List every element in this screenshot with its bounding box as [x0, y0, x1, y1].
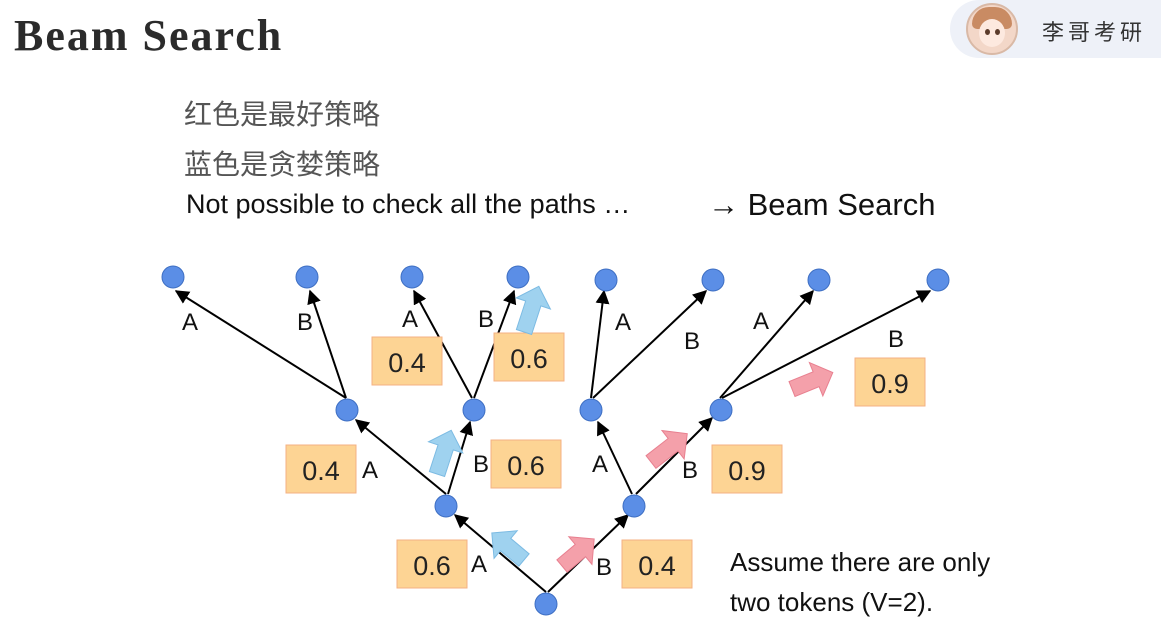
- edge-l2a-b: [310, 291, 346, 398]
- prob-root-b: 0.4: [638, 551, 676, 581]
- node-l2-aa: [336, 399, 358, 421]
- node-l3-4: [507, 266, 529, 288]
- label-l2d-b: B: [888, 326, 904, 353]
- label-l2b-a: A: [402, 306, 418, 333]
- label-l1b-b: B: [682, 457, 698, 484]
- node-root: [535, 593, 557, 615]
- node-l1-b: [623, 495, 645, 517]
- blue-arrow-root: [480, 519, 535, 574]
- prob-l1a-a: 0.4: [302, 456, 340, 486]
- label-l1a-b: B: [473, 451, 489, 478]
- label-l2a-b: B: [297, 309, 313, 336]
- node-l3-2: [296, 266, 318, 288]
- label-l2a-a: A: [182, 309, 198, 336]
- prob-l2b-b: 0.6: [510, 344, 548, 374]
- node-l2-ab: [463, 399, 485, 421]
- blue-arrow-l2: [507, 281, 556, 338]
- node-l3-7: [808, 269, 830, 291]
- edge-l2a-a: [176, 291, 346, 398]
- node-l3-6: [702, 269, 724, 291]
- node-l3-1: [162, 266, 184, 288]
- prob-l1a-b: 0.6: [507, 451, 545, 481]
- label-l2c-b: B: [684, 328, 700, 355]
- node-l3-5: [595, 269, 617, 291]
- label-root-a: A: [471, 551, 487, 578]
- node-l3-8: [927, 269, 949, 291]
- prob-root-a: 0.6: [413, 551, 451, 581]
- label-l2b-b: B: [478, 306, 494, 333]
- edge-root-a: [455, 515, 546, 592]
- node-l1-a: [435, 495, 457, 517]
- label-l2d-a: A: [753, 308, 769, 335]
- prob-l2b-a: 0.4: [388, 348, 426, 378]
- prob-l1b-b: 0.9: [728, 456, 766, 486]
- label-l2c-a: A: [615, 309, 631, 336]
- edge-l2c-a: [591, 291, 604, 398]
- red-arrow-l2: [785, 356, 839, 406]
- label-l1a-a: A: [362, 457, 378, 484]
- label-root-b: B: [596, 554, 612, 581]
- label-l1b-a: A: [592, 451, 608, 478]
- node-l2-bb: [710, 399, 732, 421]
- blue-arrow-l1: [420, 425, 468, 480]
- prob-l2d-b: 0.9: [871, 369, 909, 399]
- node-l2-ba: [580, 399, 602, 421]
- node-l3-3: [401, 266, 423, 288]
